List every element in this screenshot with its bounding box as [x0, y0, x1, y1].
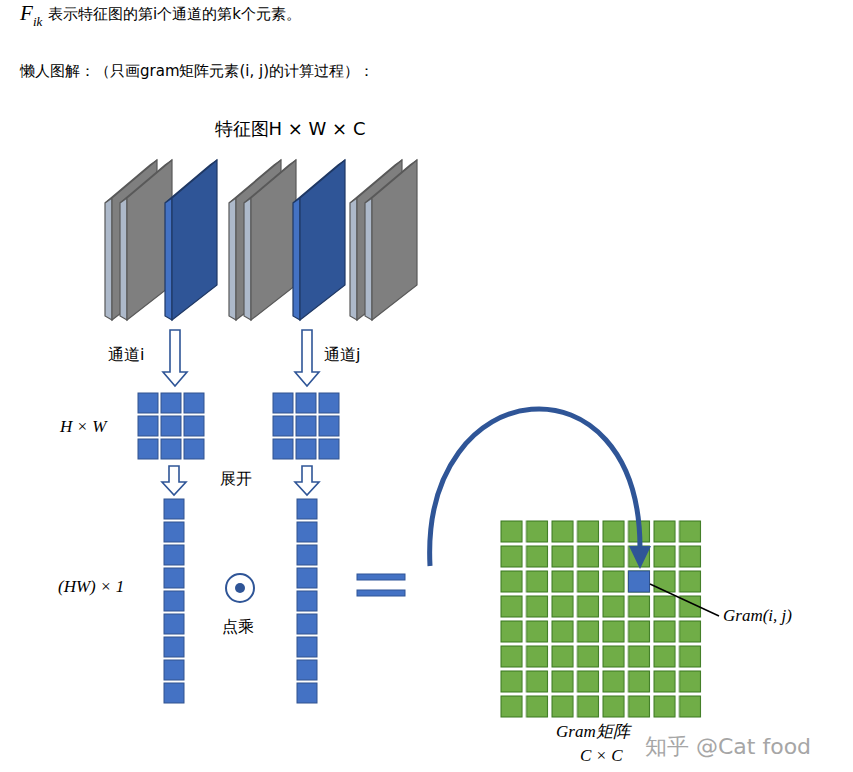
flattened-vector	[296, 498, 319, 705]
math-subscript: ik	[33, 14, 42, 30]
dot-product-symbol	[226, 574, 254, 602]
step-label: 展开	[220, 469, 252, 488]
leader-line	[650, 584, 719, 616]
flattened-vector	[163, 498, 186, 705]
dimension-label: (HW) × 1	[58, 577, 124, 597]
dimension-label: H × W	[60, 417, 106, 437]
curved-arrow	[430, 409, 651, 569]
operation-label: 点乘	[222, 617, 254, 636]
explanation-text: 懒人图解：（只画gram矩阵元素(i, j)的计算过程）：	[20, 62, 374, 80]
channel-label: 通道i	[108, 345, 144, 364]
gram-matrix	[500, 520, 704, 720]
watermark: 知乎 @Cat food	[645, 734, 811, 760]
equals-sign	[357, 574, 405, 596]
matrix-label: Gram矩阵	[556, 722, 630, 742]
channel-grid	[272, 392, 341, 461]
math-symbol: F	[20, 1, 33, 26]
channel-grid	[137, 392, 206, 461]
gram-element	[629, 571, 650, 592]
element-label: Gram(i, j)	[723, 606, 792, 626]
dimension-label: C × C	[580, 746, 623, 766]
channel-label: 通道j	[324, 345, 360, 364]
feature-map-stack	[105, 160, 417, 320]
feature-map-label: 特征图H × W × C	[215, 118, 366, 140]
explanation-text: 表示特征图的第i个通道的第k个元素。	[48, 5, 301, 23]
